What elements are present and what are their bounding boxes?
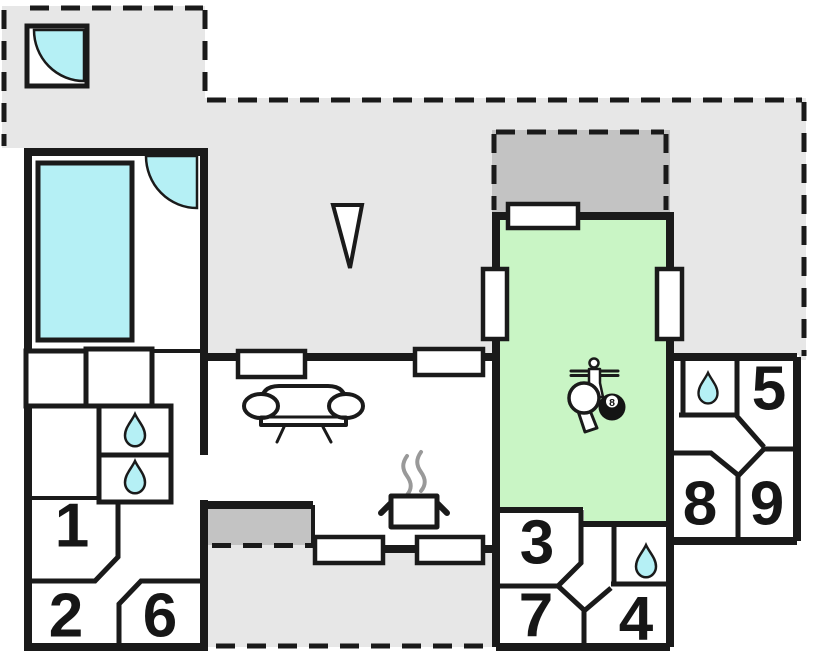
north-arrow-icon: [330, 203, 365, 269]
covered-terrace-top: [492, 130, 670, 214]
eight-ball-number: 8: [609, 397, 615, 409]
room-labels: 1 2 3 4 5 6 7 8 9: [49, 355, 786, 652]
window-icon: [480, 266, 510, 342]
stove-icon: [378, 450, 450, 530]
eight-ball-icon: 8: [598, 393, 626, 421]
terrace-dashed-borders: [1, 5, 807, 649]
outbuilding: [24, 23, 90, 89]
window-icon: [312, 534, 386, 566]
table-tennis-paddle-icon: [567, 381, 601, 434]
window-icon: [414, 534, 486, 566]
room-label-3: 3: [520, 509, 554, 578]
room-label-4: 4: [619, 585, 654, 652]
room3-7-floor: [492, 509, 584, 649]
room-label-7: 7: [519, 582, 553, 651]
room-label-8: 8: [683, 470, 717, 539]
room-label-1: 1: [55, 492, 89, 561]
pool-room-door-swing-icon: [144, 154, 199, 210]
window-icon: [412, 346, 486, 378]
room-label-9: 9: [750, 470, 784, 539]
sauna-cabin: [83, 346, 155, 409]
sofa-icon: [242, 384, 365, 444]
closet-cabin: [23, 348, 89, 409]
window-icon: [235, 348, 308, 380]
window-icon: [654, 266, 685, 342]
room-label-6: 6: [143, 582, 177, 651]
windows: [235, 201, 685, 566]
steam-lines: [401, 450, 427, 497]
room4-bath-floor: [613, 528, 671, 649]
room-label-2: 2: [49, 582, 83, 651]
covered-terrace-bottom: [208, 505, 313, 546]
swimming-pool: [35, 160, 135, 343]
window-icon: [505, 201, 581, 231]
room-label-5: 5: [752, 355, 786, 424]
door-swing-icon: [32, 28, 86, 83]
